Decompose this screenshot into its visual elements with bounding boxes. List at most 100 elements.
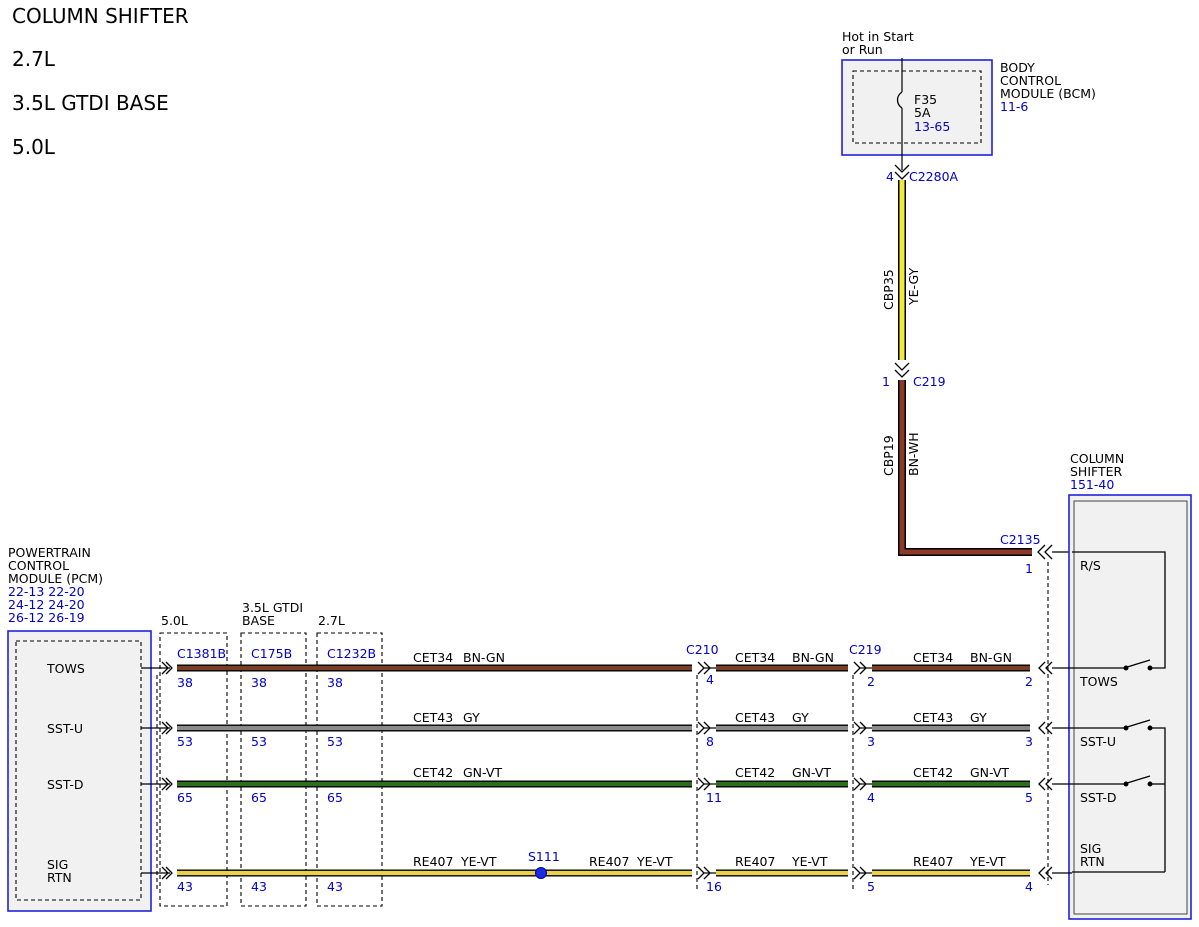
c2280a-pin: 4 [886, 169, 894, 184]
wire-row-sig-rtn: 43 43 43 RE407 YE-VT S111 RE407 YE-VT 16… [177, 849, 1033, 894]
pcm-pin-sstd: SST-D [47, 777, 84, 792]
wire-row-tows: 38 38 38 CET34 BN-GN 4 CET34 BN-GN 2 CET… [177, 650, 1033, 690]
row-3-seg1-circuit: RE407 [413, 854, 453, 869]
shifter-pin-sstu: SST-U [1080, 734, 1116, 749]
shifter-pin-tows: TOWS [1079, 674, 1118, 689]
row-2-pcm-connector-icon [161, 777, 169, 791]
row-0-seg2-color: BN-GN [792, 650, 834, 665]
row-2-c210-connector-icon [697, 777, 705, 791]
row-1-seg3-circuit: CET43 [913, 710, 953, 725]
pcm-pin-sig: SIG [47, 857, 68, 872]
row-2-seg3-color: GN-VT [970, 765, 1009, 780]
engine-title-50: 5.0L [12, 135, 56, 159]
pcm-inner-box [15, 640, 142, 901]
cbp19-color: BN-WH [906, 432, 921, 476]
row-3-pcm-pin-b: 43 [251, 879, 267, 894]
c2135-pin: 1 [1025, 561, 1033, 576]
diagram-title: COLUMN SHIFTER [12, 4, 189, 28]
row-3-seg3-color: YE-VT [969, 854, 1006, 869]
row-3-c219-connector-icon [853, 866, 861, 880]
row-1-pcm-connector-icon [161, 721, 169, 735]
row-2-pcm-pin-a: 65 [177, 790, 193, 805]
cbp19-wire-outline [898, 380, 1032, 556]
row-2-seg2-color: GN-VT [792, 765, 831, 780]
c219-top-connector-icon [894, 362, 910, 378]
row-2-shifter-connector-icon [1038, 777, 1046, 791]
eng-conn-2-label-1: 3.5L GTDI [242, 600, 303, 615]
row-2-seg2-circuit: CET42 [735, 765, 775, 780]
row-3-c210-pin: 16 [706, 879, 722, 894]
c210-label: C210 [686, 642, 719, 657]
eng-conn-1-name: C1381B [177, 646, 226, 661]
row-1-pcm-pin-a: 53 [177, 734, 193, 749]
row-1-seg1-color: GY [463, 710, 480, 725]
row-0-seg2-circuit: CET34 [735, 650, 775, 665]
row-2-seg1-circuit: CET42 [413, 765, 453, 780]
row-0-c219-pin: 2 [867, 674, 875, 689]
row-3-shifter-connector-icon [1038, 866, 1046, 880]
pcm-pin-sstu: SST-U [47, 721, 83, 736]
row-0-pcm-pin-a: 38 [177, 675, 193, 690]
shifter-ref: 151-40 [1070, 477, 1114, 492]
wire-rows: 38 38 38 CET34 BN-GN 4 CET34 BN-GN 2 CET… [177, 650, 1033, 894]
row-1-seg1-circuit: CET43 [413, 710, 453, 725]
row-2-seg1-color: GN-VT [463, 765, 502, 780]
wire-row-sst-u: 53 53 53 CET43 GY 8 CET43 GY 3 CET43 GY … [177, 710, 1033, 749]
row-0-pcm-connector-icon [161, 661, 169, 675]
row-0-c210-connector-icon [697, 661, 705, 675]
row-2-shifter-pin: 5 [1025, 790, 1033, 805]
row-2-shifter-connector-icon-2 [1045, 777, 1053, 791]
pcm-ref-3: 26-12 26-19 [8, 610, 85, 625]
bcm-note-2: or Run [842, 42, 883, 57]
row-3-pcm-pin-a: 43 [177, 879, 193, 894]
row-1-pcm-pin-c: 53 [327, 734, 343, 749]
row-3-seg1b-circuit: RE407 [589, 854, 629, 869]
row-0-seg1-circuit: CET34 [413, 650, 453, 665]
row-2-pcm-pin-b: 65 [251, 790, 267, 805]
row-3-c210-connector-icon [697, 866, 705, 880]
bcm-name-1: BODY [1000, 60, 1035, 75]
row-0-pcm-pin-c: 38 [327, 675, 343, 690]
cbp35-color: YE-GY [906, 267, 921, 306]
bcm-name-3: MODULE (BCM) [1000, 86, 1096, 101]
row-3-pcm-pin-c: 43 [327, 879, 343, 894]
pcm-pin-rtn: RTN [47, 870, 72, 885]
eng-conn-2-label-2: BASE [242, 613, 275, 628]
shifter-pin-sstd: SST-D [1080, 790, 1117, 805]
row-3-seg2-color: YE-VT [791, 854, 828, 869]
row-1-seg3-color: GY [970, 710, 987, 725]
row-3-seg2-circuit: RE407 [735, 854, 775, 869]
row-0-shifter-connector-icon-2 [1045, 661, 1053, 675]
row-3-c219-pin: 5 [867, 879, 875, 894]
row-0-c210-pin: 4 [706, 672, 714, 687]
row-1-pcm-connector-icon-2 [165, 721, 173, 735]
row-0-seg1-color: BN-GN [463, 650, 505, 665]
row-3-pcm-connector-icon-2 [165, 866, 173, 880]
bcm-note-1: Hot in Start [842, 29, 914, 44]
row-0-shifter-connector-icon [1038, 661, 1046, 675]
pcm-pin-tows: TOWS [46, 661, 85, 676]
pcm-name-1: POWERTRAIN [8, 545, 91, 560]
c219-top-pin: 1 [882, 374, 890, 389]
c219-label: C219 [849, 642, 882, 657]
fuse-rating: 5A [914, 105, 931, 120]
bcm-name-2: CONTROL [1000, 73, 1061, 88]
engine-title-35: 3.5L GTDI BASE [12, 91, 169, 115]
wire-segments [141, 661, 1072, 880]
eng-conn-3-label: 2.7L [318, 613, 345, 628]
row-1-shifter-connector-icon [1038, 721, 1046, 735]
splice-s111-dot [535, 867, 547, 879]
row-3-shifter-connector-icon-2 [1045, 866, 1053, 880]
eng-conn-1-box [159, 632, 228, 907]
shifter-pin-rtn: RTN [1080, 854, 1105, 869]
row-1-seg2-color: GY [792, 710, 809, 725]
shifter-name-2: SHIFTER [1070, 464, 1123, 479]
row-1-c219-connector-icon [853, 721, 861, 735]
fuse-ref: 13-65 [914, 119, 950, 134]
row-2-c210-pin: 11 [706, 790, 722, 805]
row-1-c210-pin: 8 [706, 734, 714, 749]
row-3-seg1-color: YE-VT [460, 854, 497, 869]
row-2-pcm-pin-c: 65 [327, 790, 343, 805]
row-2-c219-pin: 4 [867, 790, 875, 805]
